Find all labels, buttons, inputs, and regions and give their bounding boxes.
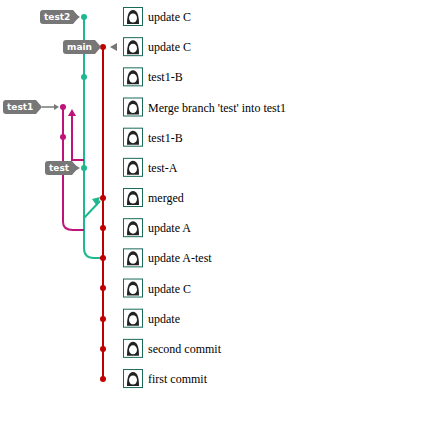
branch-tag: main [63,40,101,54]
avatar-icon [129,164,137,173]
avatar-column [124,8,143,388]
avatar-icon [129,134,137,143]
avatar-icon [129,315,137,324]
commit-message: Merge branch 'test' into test1 [148,101,286,115]
avatar-icon [127,312,139,326]
branch-name: test2 [40,10,79,24]
avatar-icon [127,221,139,235]
avatar-icon [129,225,137,234]
avatar-icon [129,376,137,385]
commit-dots [60,14,106,382]
branch-name: test1 [3,100,42,114]
avatar-icon [129,345,137,354]
avatar-icon [129,285,137,294]
commit-message: update C [148,40,191,54]
avatar-icon [129,195,137,204]
avatar-box [124,249,143,267]
avatar-icon [129,74,137,83]
avatar-box [124,98,143,116]
merge-line [72,112,84,160]
avatar-box [124,279,143,297]
commit-message: update C [148,282,191,296]
commit-message: update A [148,221,191,235]
tag-pointer [42,106,54,108]
avatar-icon [127,251,139,265]
avatar-box [124,8,143,26]
head-marker [110,43,117,51]
avatar-box [124,219,143,237]
arrow-head [92,197,100,206]
commit-message: update A-test [148,251,212,265]
avatar-box [124,158,143,176]
avatar-box [124,309,143,327]
branch-tag: test1 [3,100,42,114]
commit-message: test-A [148,161,177,175]
avatar-box [124,38,143,56]
avatar-icon [129,14,137,23]
commit-message: update [148,312,180,326]
commit-message: test1-B [148,131,183,145]
avatar-icon [127,161,139,175]
avatar-box [124,189,143,207]
main-lane [102,47,104,379]
avatar-icon [129,104,137,113]
avatar-box [124,68,143,86]
avatar-icon [127,131,139,145]
avatar-box [124,370,143,388]
branch-tag: test [45,161,78,175]
avatar-icon [127,40,139,54]
avatar-icon [127,101,139,115]
branch-name: main [63,40,101,54]
arrow-head [68,109,76,116]
avatar-icon [127,372,139,386]
avatar-icon [127,10,139,24]
commit-message: test1-B [148,70,183,84]
avatar-icon [129,44,137,53]
commit-message: update C [148,10,191,24]
commit-message: first commit [148,372,207,386]
branch-tag: test2 [40,10,79,24]
commit-message: merged [148,191,184,205]
avatar-box [124,128,143,146]
branch-name: test [45,161,78,175]
avatar-icon [127,282,139,296]
avatar-icon [129,255,137,264]
avatar-icon [127,191,139,205]
avatar-icon [127,70,139,84]
avatar-box [124,339,143,357]
commit-message: second commit [148,342,221,356]
avatar-icon [127,342,139,356]
tag-pointer [54,104,59,110]
